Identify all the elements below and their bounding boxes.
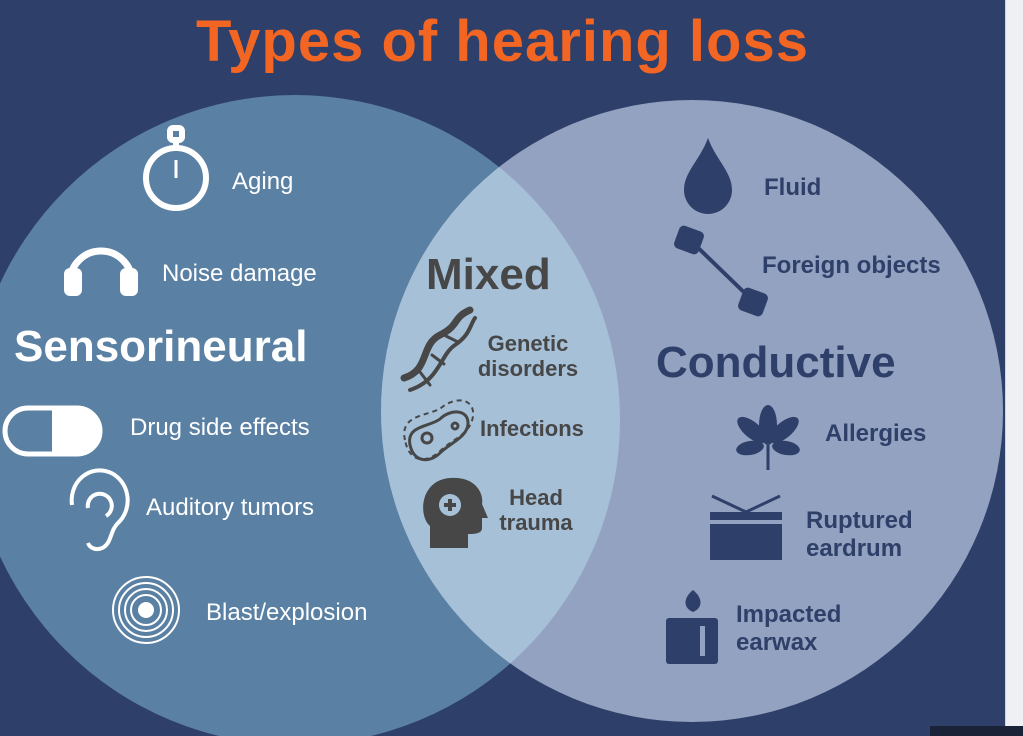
stopwatch-icon [143, 125, 209, 211]
item-foreign-objects: Foreign objects [762, 252, 941, 279]
item-head-trauma: Head trauma [499, 485, 573, 535]
headphones-icon [64, 247, 138, 296]
item-fluid: Fluid [764, 174, 822, 201]
sensorineural-label: Sensorineural [14, 322, 308, 371]
bacteria-icon [403, 399, 475, 462]
pill-icon [2, 405, 103, 457]
item-drug-side-effects: Drug side effects [130, 414, 310, 441]
drop-icon [684, 138, 732, 214]
item-auditory-tumors: Auditory tumors [146, 494, 315, 521]
blast-icon [112, 576, 180, 644]
ear-icon [69, 468, 130, 552]
mixed-overlap [381, 100, 620, 722]
mixed-label: Mixed [426, 250, 551, 299]
head-injury-icon [423, 477, 488, 548]
dna-icon [400, 306, 477, 392]
item-blast-explosion: Blast/explosion [206, 599, 368, 626]
scrollbar[interactable] [1005, 0, 1023, 736]
foreign-object-icon [674, 225, 768, 317]
item-ruptured-eardrum: Ruptured eardrum [806, 507, 913, 562]
page-title: Types of hearing loss [196, 9, 809, 74]
item-genetic-disorders: Genetic disorders [477, 331, 579, 381]
candle-icon [666, 590, 718, 664]
drum-icon [710, 494, 782, 560]
conductive-label: Conductive [656, 338, 896, 387]
bottom-bar [930, 726, 1023, 736]
item-allergies: Allergies [825, 420, 927, 447]
item-infections: Infections [480, 416, 584, 441]
item-noise-damage: Noise damage [162, 260, 317, 287]
item-impacted-earwax: Impacted earwax [736, 601, 842, 656]
item-aging: Aging [232, 168, 294, 195]
leaf-icon [736, 405, 800, 470]
